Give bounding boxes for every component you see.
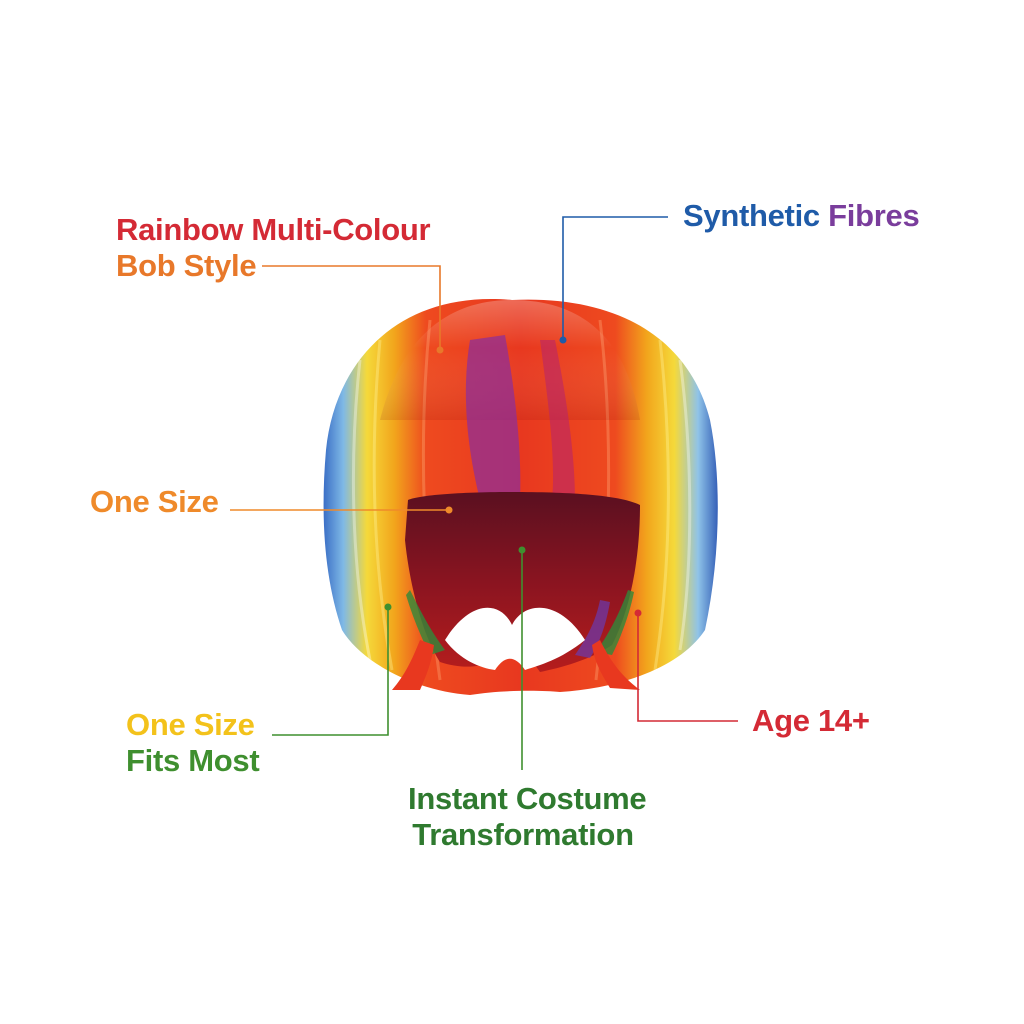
callout-line-bob-style bbox=[262, 265, 441, 350]
label-instant-line1: Instant Costume bbox=[408, 781, 647, 816]
callout-lines bbox=[230, 216, 738, 770]
label-fits-line2: Fits Most bbox=[126, 743, 260, 778]
label-synthetic-word1: Synthetic bbox=[683, 198, 820, 233]
label-synthetic-word2: Fibres bbox=[828, 198, 920, 233]
label-age-text: Age 14+ bbox=[752, 703, 870, 738]
fringe-purple-streak bbox=[465, 335, 521, 500]
wig-neck-gap bbox=[445, 607, 585, 670]
callout-dot bbox=[634, 609, 642, 617]
label-rainbow-line2: Bob Style bbox=[116, 248, 257, 283]
rainbow-bob-wig-illustration bbox=[323, 299, 718, 695]
label-fits-line1: One Size bbox=[126, 707, 255, 742]
label-rainbow-bob-style: Rainbow Multi-Colour Bob Style bbox=[116, 212, 431, 284]
callout-line-synthetic-fibres bbox=[562, 216, 668, 340]
label-one-size-text: One Size bbox=[90, 484, 219, 519]
callout-dots bbox=[384, 336, 642, 617]
callout-dot bbox=[518, 546, 526, 554]
label-instant-line2: Transformation bbox=[412, 817, 634, 852]
callout-line-fits-most bbox=[272, 607, 389, 736]
callout-dot bbox=[559, 336, 567, 344]
callout-line-age bbox=[637, 613, 738, 722]
label-synthetic-fibres: Synthetic Fibres bbox=[683, 198, 920, 234]
label-instant-costume: Instant Costume Transformation bbox=[408, 781, 647, 853]
callout-dot bbox=[436, 346, 444, 354]
label-one-size: One Size bbox=[90, 484, 219, 520]
label-age: Age 14+ bbox=[752, 703, 870, 739]
callout-dot bbox=[384, 603, 392, 611]
callout-dot bbox=[445, 506, 453, 514]
label-rainbow-line1: Rainbow Multi-Colour bbox=[116, 212, 431, 247]
label-one-size-fits-most: One Size Fits Most bbox=[126, 707, 260, 779]
